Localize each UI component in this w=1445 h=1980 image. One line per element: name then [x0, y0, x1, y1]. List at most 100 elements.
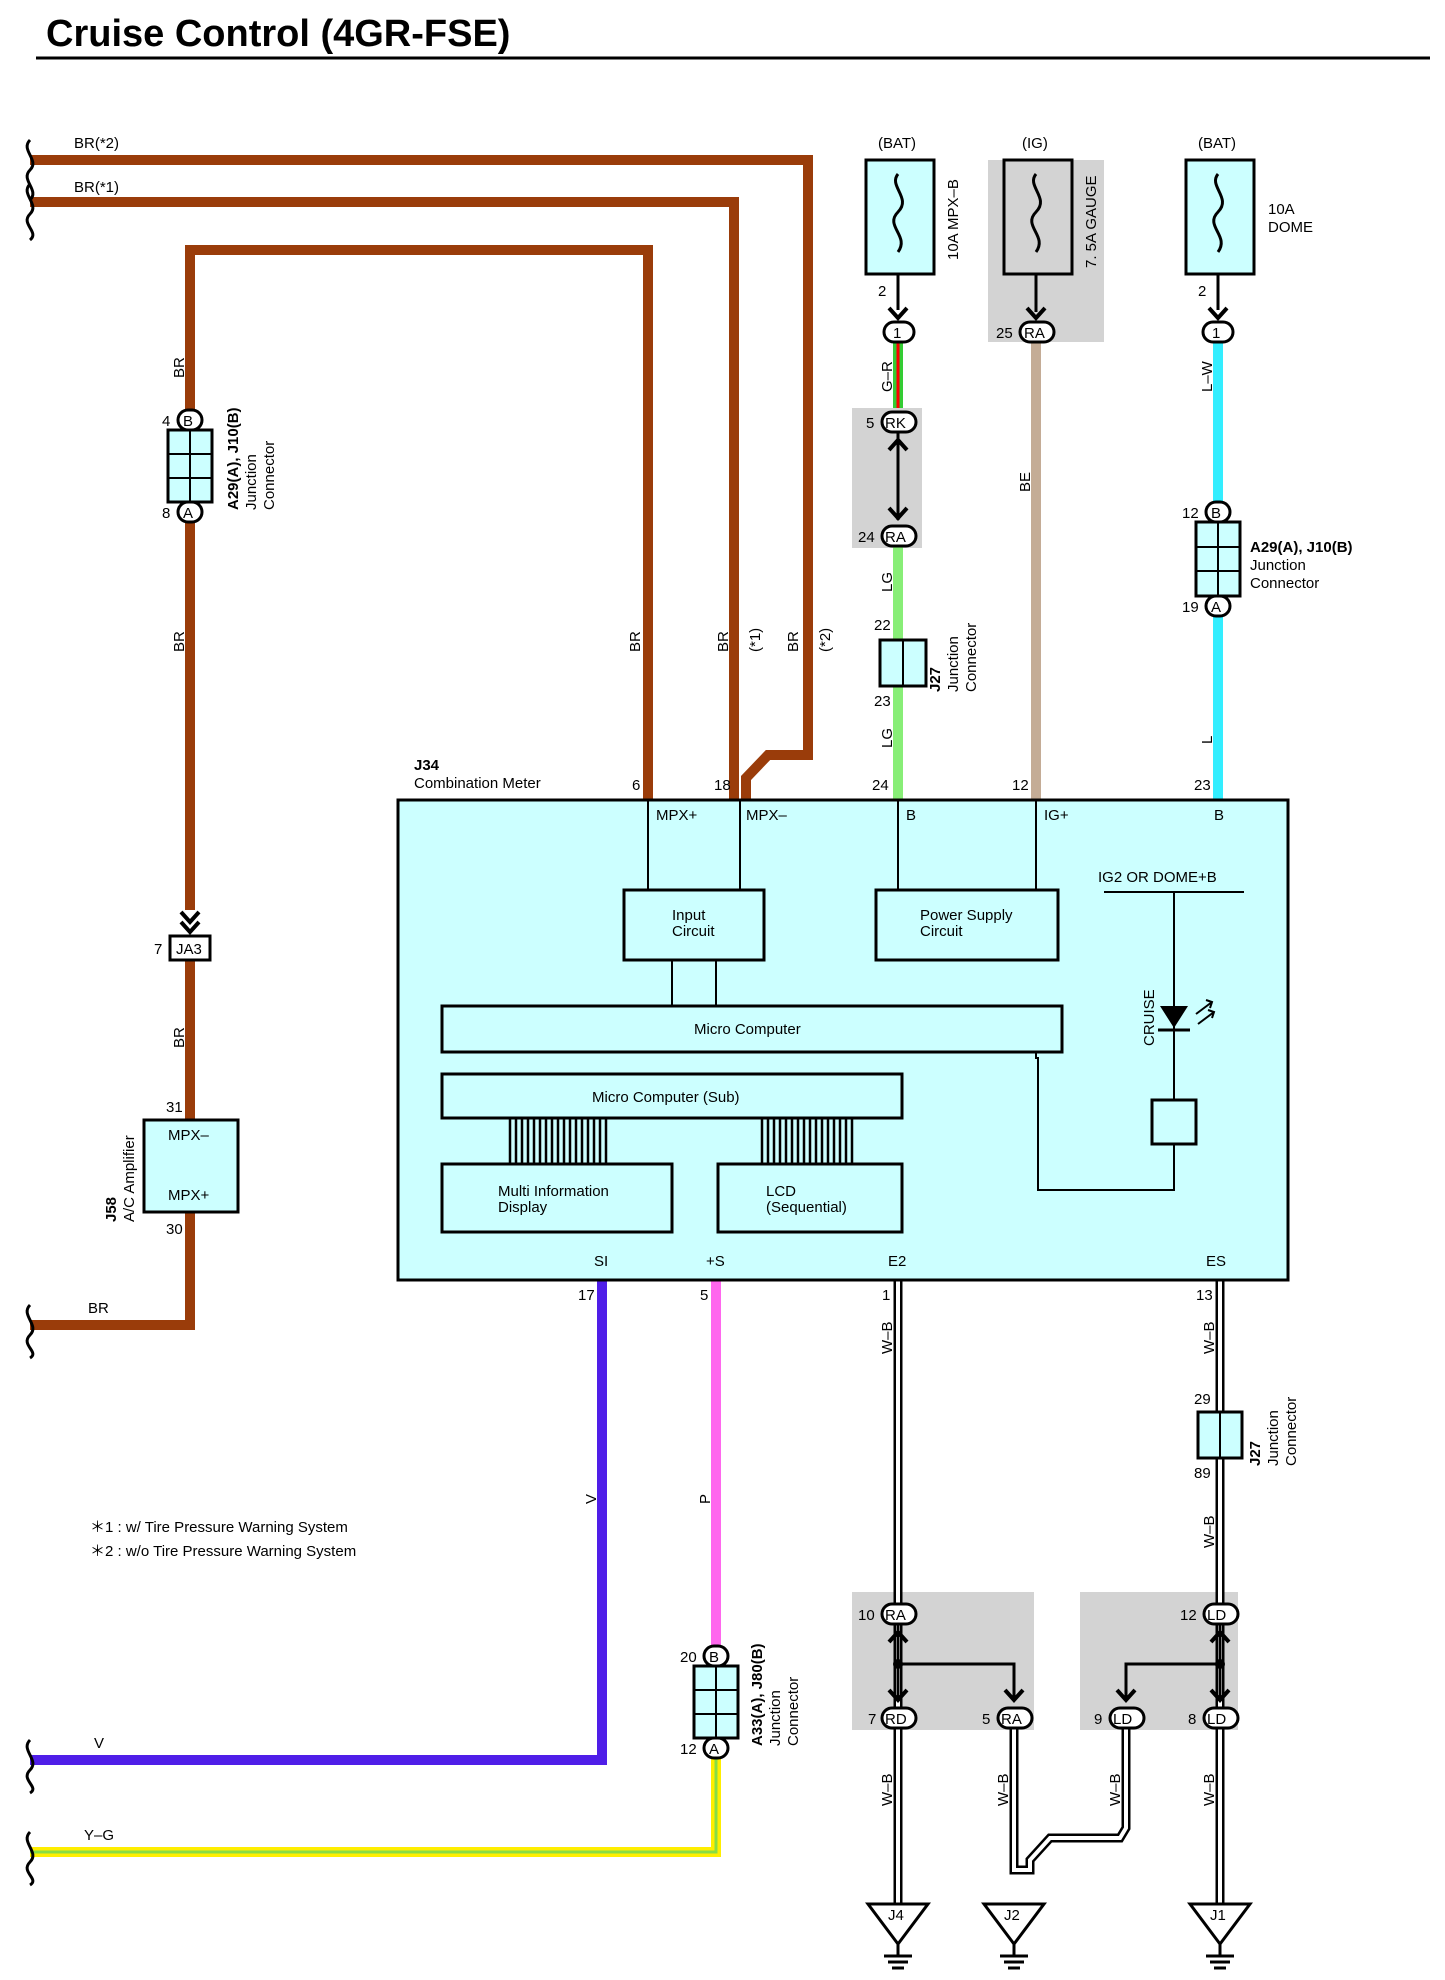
pin-number: 4: [162, 413, 170, 430]
pin-number: 2: [878, 283, 886, 300]
micro-computer-box: [440, 1004, 1064, 1054]
terminal-label: +S: [706, 1253, 725, 1270]
meter-code: J34: [414, 757, 440, 774]
pin-number: 2: [1198, 283, 1206, 300]
terminal-label: A: [1211, 599, 1221, 616]
bus-lines: [508, 1118, 854, 1164]
connector-label: A/C Amplifier: [121, 1135, 138, 1222]
terminal-label: SI: [594, 1253, 608, 1270]
wire-label-br1: BR(*1): [74, 179, 119, 196]
g1-branch: [898, 1662, 1016, 1700]
wire-br-ja3-j58: [30, 960, 195, 1330]
wire-label-br2: BR(*2): [74, 135, 119, 152]
wire-color-label: W–B: [879, 1773, 896, 1806]
fuse-name-label: 10A MPX–B: [945, 179, 962, 260]
wire-color-label: BR: [785, 631, 802, 652]
meter-internal-lines: [647, 800, 1244, 1191]
wire-color-label: W–B: [879, 1321, 896, 1354]
terminal-label: 1: [1212, 325, 1220, 342]
connector-code: J58: [103, 1197, 120, 1222]
connector-label: Junction: [945, 636, 962, 692]
pin-number: 31: [166, 1099, 183, 1116]
terminal-label: MPX+: [168, 1187, 210, 1204]
ground-j2: [981, 1902, 1047, 1970]
wire-br-mpx-plus: [185, 245, 653, 910]
pin-number: 89: [1194, 1465, 1211, 1482]
fuse-mpx-b: (BAT) 10A MPX–B 2: [864, 135, 962, 320]
ground-label: J2: [1004, 1907, 1020, 1924]
terminal-oval: [1202, 1706, 1240, 1730]
ground-label: J1: [1210, 1907, 1226, 1924]
input-circuit-label: Circuit: [672, 923, 715, 940]
wire-color-label: W–B: [1201, 1773, 1218, 1806]
wire-color-label: W–B: [1201, 1515, 1218, 1548]
terminal-label: LD: [1207, 1711, 1226, 1728]
terminal-label: B: [1214, 807, 1224, 824]
pin-number: 10: [858, 1607, 875, 1624]
pin-number: 9: [1094, 1711, 1102, 1728]
terminal-oval: [1201, 320, 1235, 344]
pin-number: 24: [858, 529, 875, 546]
page-title: Cruise Control (4GR-FSE): [46, 13, 510, 55]
wire-color-label: LG: [879, 572, 896, 592]
terminal-label: RK: [885, 415, 906, 432]
terminal-oval: [1204, 594, 1232, 618]
connector-code: J27: [1247, 1441, 1264, 1466]
terminal-label: RA: [1001, 1711, 1022, 1728]
power-supply-circuit-box: [874, 888, 1060, 962]
pin-number: 23: [1194, 777, 1211, 794]
pin-number: 24: [872, 777, 889, 794]
wire-color-label: L–W: [1199, 360, 1216, 392]
pin-number: 18: [714, 777, 731, 794]
ja3-connector: [168, 934, 212, 962]
terminal-oval: [880, 1706, 918, 1730]
pin-number: 19: [1182, 599, 1199, 616]
terminal-oval: [176, 500, 204, 524]
wire-note-label: (*1): [747, 628, 764, 652]
pin-number: 8: [1188, 1711, 1196, 1728]
footnote: ＊1 : w/ Tire Pressure Warning System: [90, 1519, 348, 1536]
pin-number: 13: [1196, 1287, 1213, 1304]
connector-code: J27: [927, 667, 944, 692]
pin-number: 17: [578, 1287, 595, 1304]
lcd-sequential-box: [716, 1162, 904, 1234]
connector-label: Junction: [767, 1690, 784, 1746]
pin-number: 7: [868, 1711, 876, 1728]
j58-ac-amplifier: [142, 1118, 240, 1214]
terminal-label: 1: [893, 325, 901, 342]
fuse-name-label: DOME: [1268, 219, 1313, 236]
lcd-label: (Sequential): [766, 1199, 847, 1216]
cruise-driver-box: [1150, 1098, 1198, 1146]
wire-color-label: BR: [715, 631, 732, 652]
pin-number: 5: [866, 415, 874, 432]
meter-name: Combination Meter: [414, 775, 541, 792]
pin-number: 6: [632, 777, 640, 794]
wire-color-label: BE: [1017, 472, 1034, 492]
connector-label: Junction: [1250, 557, 1306, 574]
wire-y-g-tracer: [30, 1752, 718, 1854]
power-supply-label: Power Supply: [920, 907, 1013, 924]
wire-br-1: [30, 197, 739, 800]
wire-color-label: W–B: [995, 1773, 1012, 1806]
cruise-label: CRUISE: [1141, 989, 1158, 1046]
terminal-oval: [1108, 1706, 1146, 1730]
wire-color-label: G–R: [879, 361, 896, 392]
micro-computer-label: Micro Computer: [694, 1021, 801, 1038]
pin-number: 12: [1012, 777, 1029, 794]
terminal-label: B: [906, 807, 916, 824]
multi-info-label: Multi Information: [498, 1183, 609, 1200]
wire-color-label: W–B: [1201, 1321, 1218, 1354]
wire-w-b-group: [893, 1280, 1225, 1904]
wire-break-symbol: [25, 1830, 35, 1887]
connector-code: JA3: [176, 941, 202, 958]
terminal-label: B: [709, 1649, 719, 1666]
wire-color-label: V: [583, 1494, 600, 1504]
terminal-oval: [702, 1736, 730, 1760]
pin-number: 5: [982, 1711, 990, 1728]
micro-computer-sub-label: Micro Computer (Sub): [592, 1089, 740, 1106]
fuse-dome: (BAT) 10A DOME 2: [1184, 135, 1313, 320]
lcd-label: LCD: [766, 1183, 796, 1200]
wire-v: [30, 1280, 607, 1765]
terminal-label: LD: [1207, 1607, 1226, 1624]
